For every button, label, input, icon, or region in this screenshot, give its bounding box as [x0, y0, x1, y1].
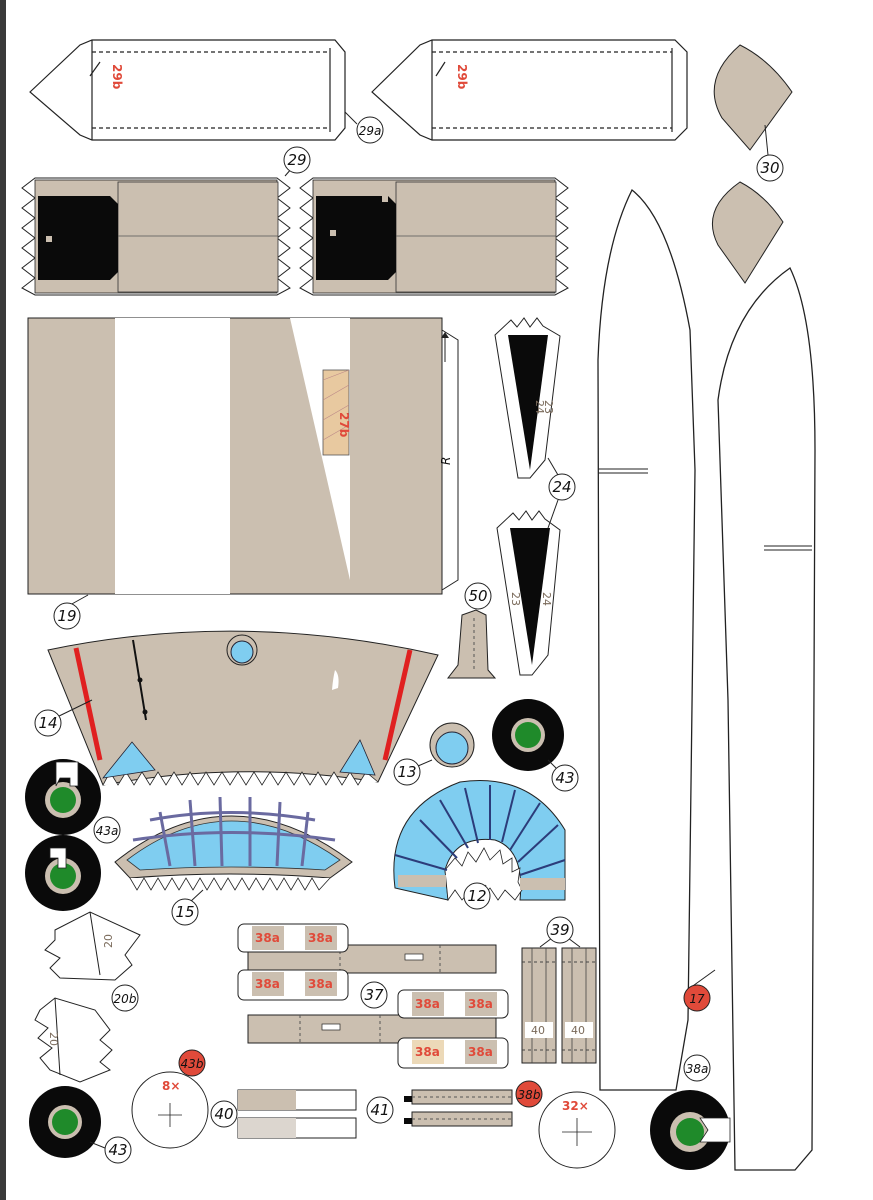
label-29a: 29a [359, 124, 382, 138]
label-14: 14 [38, 714, 57, 732]
part-20-piece-upper [44, 911, 141, 981]
part-43a-wheel-upper [25, 759, 101, 835]
label-14-circle [34, 709, 62, 737]
part-39-strips [521, 947, 597, 1064]
label-30: 30 [760, 159, 779, 177]
part-15-canopy [114, 796, 353, 891]
fin-label-23-top: 23 [542, 400, 555, 414]
label-15: 15 [175, 903, 194, 921]
label-29b-right: 29b [455, 64, 469, 90]
label-43a: 43a [96, 824, 119, 838]
part-29-box-left [29, 39, 346, 141]
label-37-circle [360, 981, 388, 1009]
label-43-bottom-circle [104, 1136, 132, 1164]
tag-38a-8: 38a [468, 1045, 493, 1059]
part-14-panel [47, 630, 439, 786]
label-38a-wheel: 38a [686, 1062, 709, 1076]
part-29-panel-left [21, 177, 291, 296]
label-19-circle [53, 602, 81, 630]
label-38a-wheel-circle [683, 1054, 711, 1082]
part-41-strips [404, 1089, 513, 1127]
label-24: 24 [552, 478, 571, 496]
label-29b-left: 29b [110, 64, 124, 90]
label-50: 50 [468, 587, 487, 605]
r-mark: R [439, 457, 453, 465]
label-15-circle [171, 898, 199, 926]
label-20b-circle [111, 984, 139, 1012]
label-41: 41 [370, 1101, 389, 1119]
tag-38a-6: 38a [468, 997, 493, 1011]
label-38b: 38b [518, 1088, 541, 1102]
label-43b-circle [178, 1049, 206, 1077]
tag-38a-7: 38a [415, 1045, 440, 1059]
part-24-fin-top [494, 317, 561, 479]
label-43-top: 43 [555, 769, 574, 787]
part-43a-wheel-lower [25, 835, 101, 911]
label-20-inner-lower: 20 [47, 1032, 60, 1046]
part-17-wing-left [597, 188, 696, 1091]
tag-40-a: 40 [531, 1024, 545, 1037]
label-20b: 20b [114, 992, 137, 1006]
count-8x: 8× [162, 1079, 180, 1093]
label-37: 37 [364, 986, 384, 1004]
part-40-strips [237, 1089, 357, 1139]
count-32x: 32× [562, 1099, 589, 1113]
page-edge [0, 0, 6, 1200]
tag-38a-2: 38a [308, 931, 333, 945]
part-29-box-right [371, 39, 688, 141]
part-20-piece-lower [34, 997, 113, 1083]
part-43-wheel-bottom [29, 1086, 101, 1158]
part-29-panel-right [299, 177, 569, 296]
label-19: 19 [57, 607, 76, 625]
fin-label-23-bottom: 23 [509, 592, 522, 606]
label-43-top-circle [551, 764, 579, 792]
fin-label-24-bottom: 24 [540, 592, 553, 606]
part-17-wing-right [717, 267, 816, 1171]
part-19-panel [27, 317, 459, 595]
part-24-fin-bottom [496, 510, 561, 676]
tag-38a-4: 38a [308, 977, 333, 991]
part-30-fan-bottom [711, 181, 784, 284]
part-37-strip-lower [247, 989, 509, 1069]
fin-label-24-top: 24 [533, 400, 546, 414]
label-24-circle [548, 473, 576, 501]
label-29a-circle [356, 116, 384, 144]
part-43-wheel-top [492, 699, 564, 771]
label-13: 13 [397, 763, 416, 781]
label-43b: 43b [181, 1057, 204, 1071]
label-50-circle [464, 582, 492, 610]
tag-38a-3: 38a [255, 977, 280, 991]
label-38b-circle [515, 1080, 543, 1108]
label-27b: 27b [337, 412, 351, 438]
label-29-circle [283, 146, 311, 174]
part-38a-wheel [650, 1090, 731, 1170]
part-37-strip-upper [237, 923, 497, 1001]
label-40-circle [210, 1100, 238, 1128]
label-39: 39 [550, 921, 569, 939]
label-17: 17 [689, 992, 705, 1006]
label-12-circle [463, 882, 491, 910]
label-17-circle [683, 984, 711, 1012]
label-12: 12 [467, 887, 486, 905]
part-30-fan-top [713, 44, 793, 151]
label-41-circle [366, 1096, 394, 1124]
label-29: 29 [287, 151, 306, 169]
label-39-circle [546, 916, 574, 944]
label-43a-circle [93, 816, 121, 844]
label-13-circle [393, 758, 421, 786]
part-50-bracket [446, 609, 497, 679]
tag-38a-5: 38a [415, 997, 440, 1011]
label-30-circle [756, 154, 784, 182]
label-43-bottom: 43 [108, 1141, 127, 1159]
label-40: 40 [214, 1105, 233, 1123]
tag-38a-1: 38a [255, 931, 280, 945]
tag-40-b: 40 [571, 1024, 585, 1037]
label-20-inner-upper: 20 [102, 934, 115, 948]
part-12-dome [393, 780, 566, 902]
